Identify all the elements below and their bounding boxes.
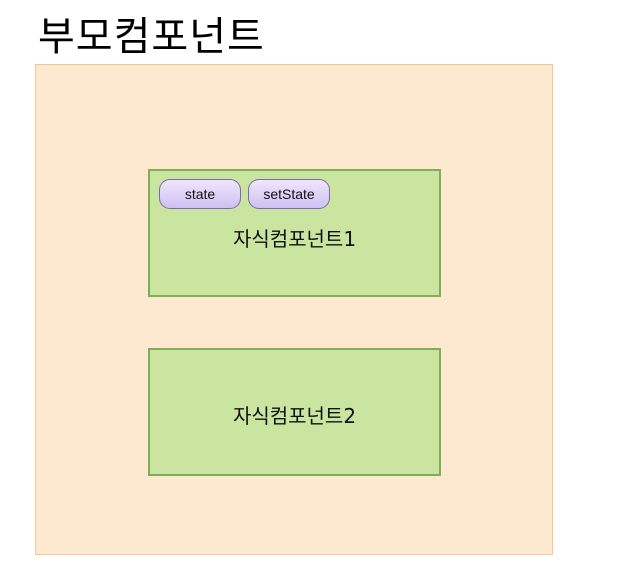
page-title: 부모컴포넌트	[38, 14, 265, 60]
state-pill: state	[159, 179, 241, 209]
child-component-1-box: state setState 자식컴포넌트1	[148, 169, 441, 297]
setstate-pill: setState	[248, 179, 330, 209]
child-component-2-box: 자식컴포넌트2	[148, 348, 441, 476]
parent-component-box	[35, 64, 553, 555]
child-component-1-label: 자식컴포넌트1	[232, 227, 357, 251]
child-component-2-label: 자식컴포넌트2	[232, 404, 357, 428]
